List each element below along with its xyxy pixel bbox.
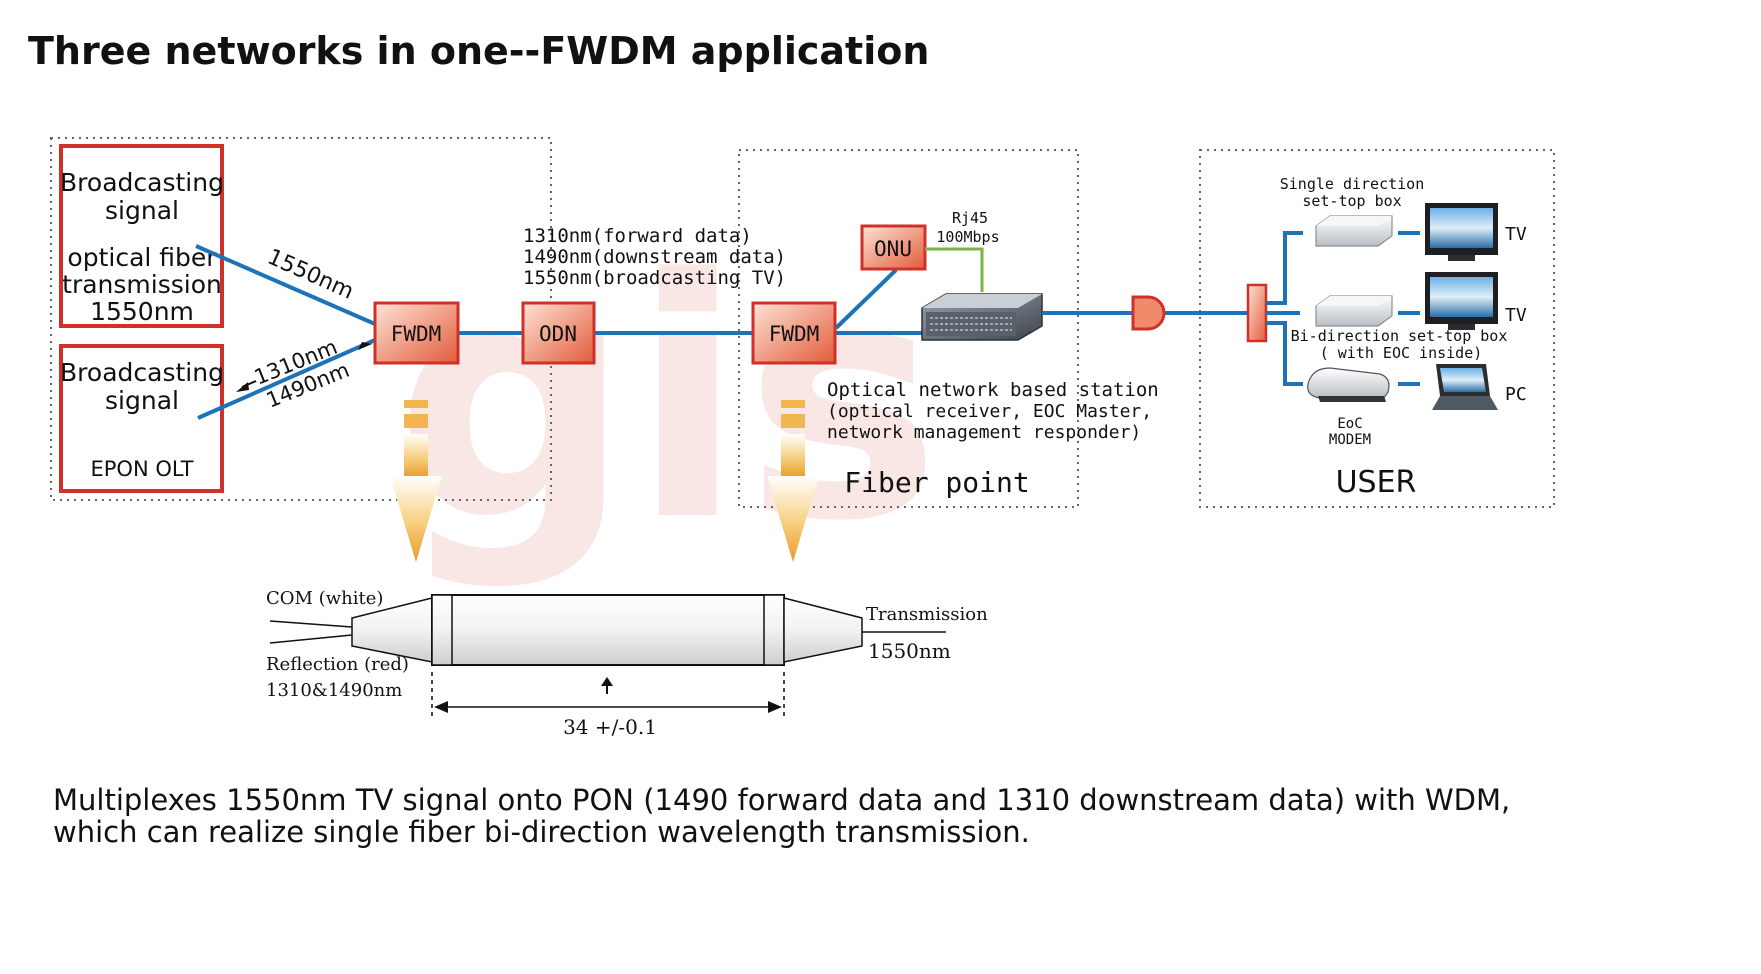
fiber-epon <box>197 338 376 420</box>
fiber-point-label: Fiber point <box>844 466 1029 499</box>
modem-line2: MODEM <box>1329 432 1371 448</box>
stb1-line2: set-top box <box>1302 192 1401 210</box>
station-line1: Optical network based station <box>827 379 1159 401</box>
fiber-point-region <box>738 149 1079 508</box>
fwdm-left-label: FWDM <box>391 322 442 346</box>
transmission-label: Transmission <box>866 604 988 625</box>
com-label: COM (white) <box>266 588 383 609</box>
broadcast-box <box>59 144 224 328</box>
down-arrow-icon <box>390 400 442 562</box>
epon-box-line3: EPON OLT <box>90 457 193 481</box>
reflection-label: Reflection (red) <box>266 654 409 675</box>
eoc-modem-icon <box>1307 367 1390 402</box>
broadcast-box-line5: 1550nm <box>90 297 194 326</box>
user-region <box>1199 149 1555 508</box>
stb2-line2: ( with EOC inside) <box>1320 344 1483 362</box>
fiber-1550 <box>195 244 376 326</box>
reflection-wavelength-label: 1310&1490nm <box>266 680 402 701</box>
epon-box-line1: Broadcasting <box>60 358 224 387</box>
rj45-line <box>925 247 984 292</box>
user-label: USER <box>1336 465 1417 500</box>
diagram-title: Three networks in one--FWDM application <box>28 29 929 73</box>
caption-line1: Multiplexes 1550nm TV signal onto PON (1… <box>53 783 1510 817</box>
onu-label: ONU <box>874 237 912 261</box>
onu-node <box>860 224 927 271</box>
arrow-right-icon <box>358 342 372 350</box>
broadcast-box-line3: optical fiber <box>67 243 217 272</box>
station-line2: (optical receiver, EOC Master, <box>827 401 1152 422</box>
odn-node <box>521 301 596 365</box>
broadcast-box-line2: signal <box>105 196 179 225</box>
epon-box-line2: signal <box>105 386 179 415</box>
watermark: gis <box>395 209 941 593</box>
stb2-line1: Bi-direction set-top box <box>1291 327 1508 345</box>
broadcast-box-line1: Broadcasting <box>60 168 224 197</box>
set-top-box-eoc-icon <box>1315 295 1393 327</box>
caption-line2: which can realize single fiber bi-direct… <box>53 815 1030 849</box>
wavelength-broadcasting: 1550nm(broadcasting TV) <box>523 267 786 289</box>
pc-label: PC <box>1505 384 1527 405</box>
rj45-speed-label: 100Mbps <box>936 228 999 246</box>
tv-icon <box>1425 203 1498 261</box>
tv1-label: TV <box>1505 224 1527 245</box>
fwdm-device <box>269 594 946 716</box>
wavelength-forward: 1310nm(forward data) <box>523 225 752 247</box>
fwdm-left-node <box>373 301 460 365</box>
laptop-icon <box>1432 364 1498 410</box>
tv2-label: TV <box>1505 305 1527 326</box>
stb1-line1: Single direction <box>1280 175 1425 193</box>
tv-icon <box>1425 272 1498 330</box>
set-top-box-icon <box>1315 215 1393 247</box>
epon-box <box>59 344 224 493</box>
modem-line1: EoC <box>1337 416 1362 432</box>
fwdm-right-label: FWDM <box>769 322 820 346</box>
connector-icon <box>1131 295 1166 331</box>
optical-station-icon <box>921 293 1043 341</box>
splitter-icon <box>1246 283 1268 343</box>
wavelength-downstream: 1490nm(downstream data) <box>523 246 786 268</box>
length-label: 34 +/-0.1 <box>563 715 657 739</box>
down-arrow-icon <box>767 400 819 562</box>
fwdm-right-node <box>751 301 837 365</box>
odn-label: ODN <box>539 322 577 346</box>
rj45-label: Rj45 <box>952 209 988 227</box>
transmission-wavelength-label: 1550nm <box>868 639 951 663</box>
station-line3: network management responder) <box>827 422 1141 443</box>
broadcast-box-line4: transmission <box>62 270 222 299</box>
